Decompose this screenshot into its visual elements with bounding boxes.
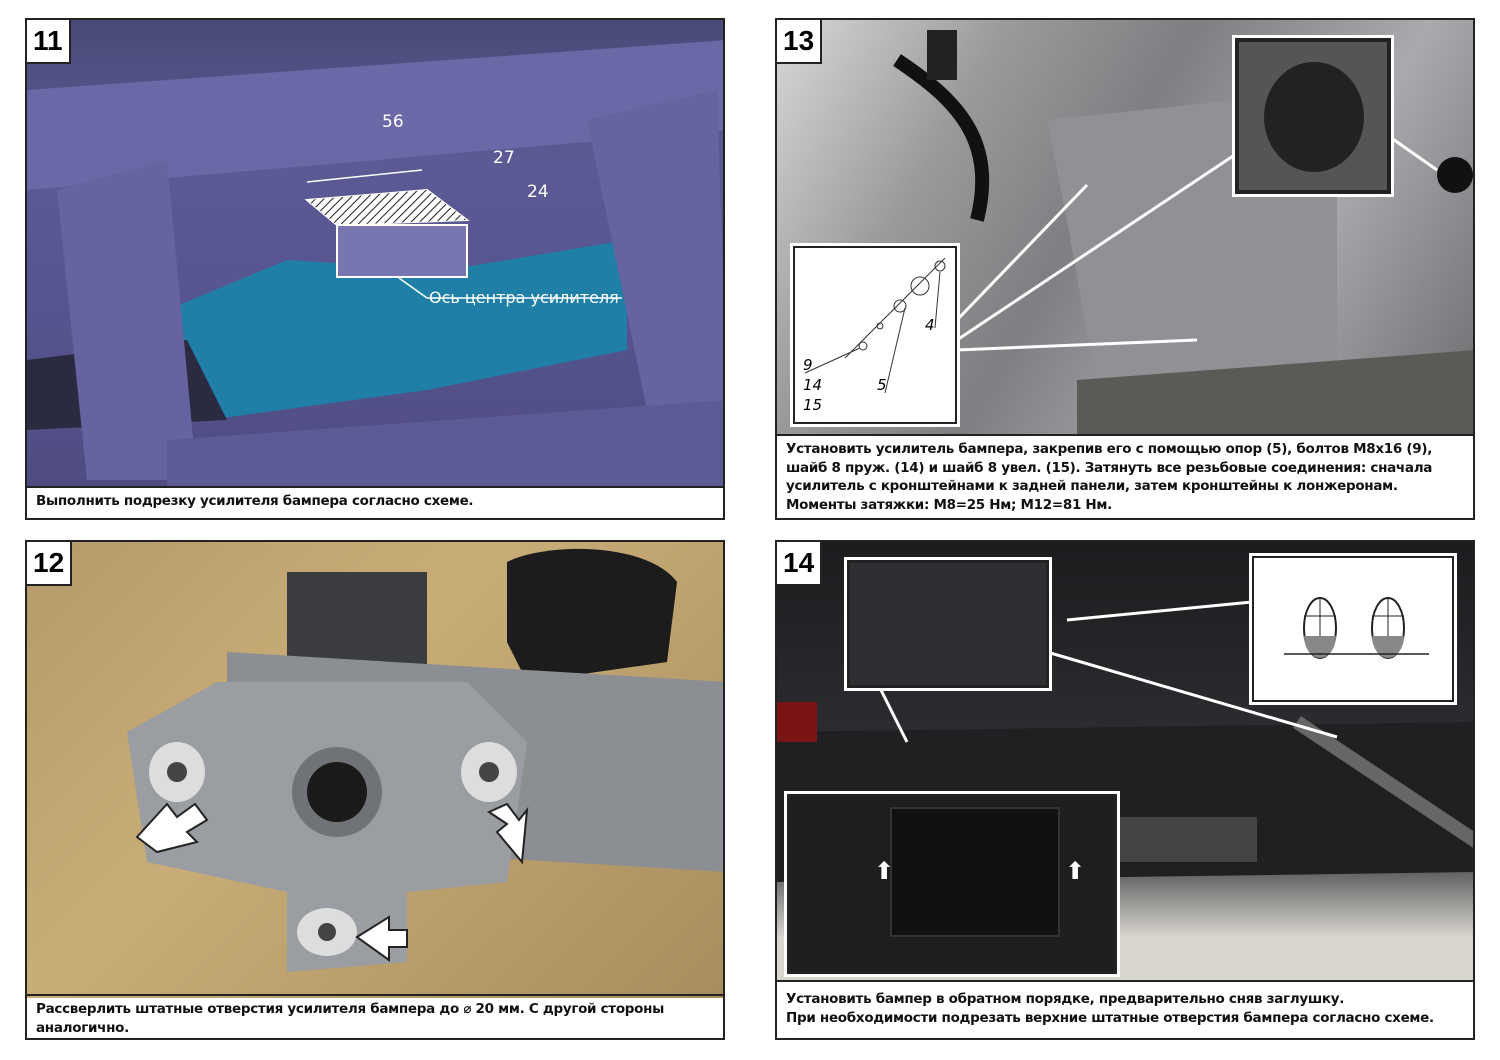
step-number: 14 xyxy=(777,542,823,586)
part-9-label: 9 xyxy=(803,356,813,374)
axis-label: Ось центра усилителя xyxy=(429,288,619,307)
step-13-panel: 13 9 14 xyxy=(775,18,1475,520)
arrow-up-icon: ⬆ xyxy=(1065,857,1086,885)
cut-scheme-inset xyxy=(1249,553,1457,705)
step-11-panel: 11 56 27 24 Ось центра усилителя Выполни… xyxy=(25,18,725,520)
part-4-label: 4 xyxy=(925,316,935,334)
arrow-up-icon: ⬆ xyxy=(874,857,895,885)
step-caption: Установить бампер в обратном порядке, пр… xyxy=(777,980,1473,1038)
bracket-detail-inset xyxy=(1232,35,1394,197)
dimension-24: 24 xyxy=(527,182,549,202)
part-14-label: 14 xyxy=(803,376,823,394)
step-number: 12 xyxy=(27,542,73,586)
caption-line-1: Установить бампер в обратном порядке, пр… xyxy=(786,991,1345,1007)
step-13-photo: 9 14 15 5 4 xyxy=(777,20,1473,435)
part-15-label: 15 xyxy=(803,396,823,414)
step-12-photo xyxy=(27,542,723,998)
fastener-diagram-inset: 9 14 15 5 4 xyxy=(790,243,960,427)
caption-line-2: При необходимости подрезать верхние штат… xyxy=(786,1009,1434,1026)
step-14-panel: 14 ⬆ ⬆ Установит xyxy=(775,540,1475,1040)
step-number: 11 xyxy=(27,20,71,64)
step-11-photo: 56 27 24 Ось центра усилителя xyxy=(27,20,723,488)
part-5-label: 5 xyxy=(877,376,887,394)
plug-detail-inset xyxy=(844,557,1052,691)
step-12-panel: 12 Рассверлить штатные отверстия усилите… xyxy=(25,540,725,1040)
step-caption: Рассверлить штатные отверстия усилителя … xyxy=(27,994,723,1038)
step-14-photo: ⬆ ⬆ xyxy=(777,542,1473,982)
bumper-holes-inset: ⬆ ⬆ xyxy=(784,791,1120,977)
dimension-56: 56 xyxy=(382,112,404,132)
step-number: 13 xyxy=(777,20,823,64)
step-caption: Установить усилитель бампера, закрепив е… xyxy=(777,434,1473,518)
dimension-27: 27 xyxy=(493,148,515,168)
step-caption: Выполнить подрезку усилителя бампера сог… xyxy=(27,486,723,518)
